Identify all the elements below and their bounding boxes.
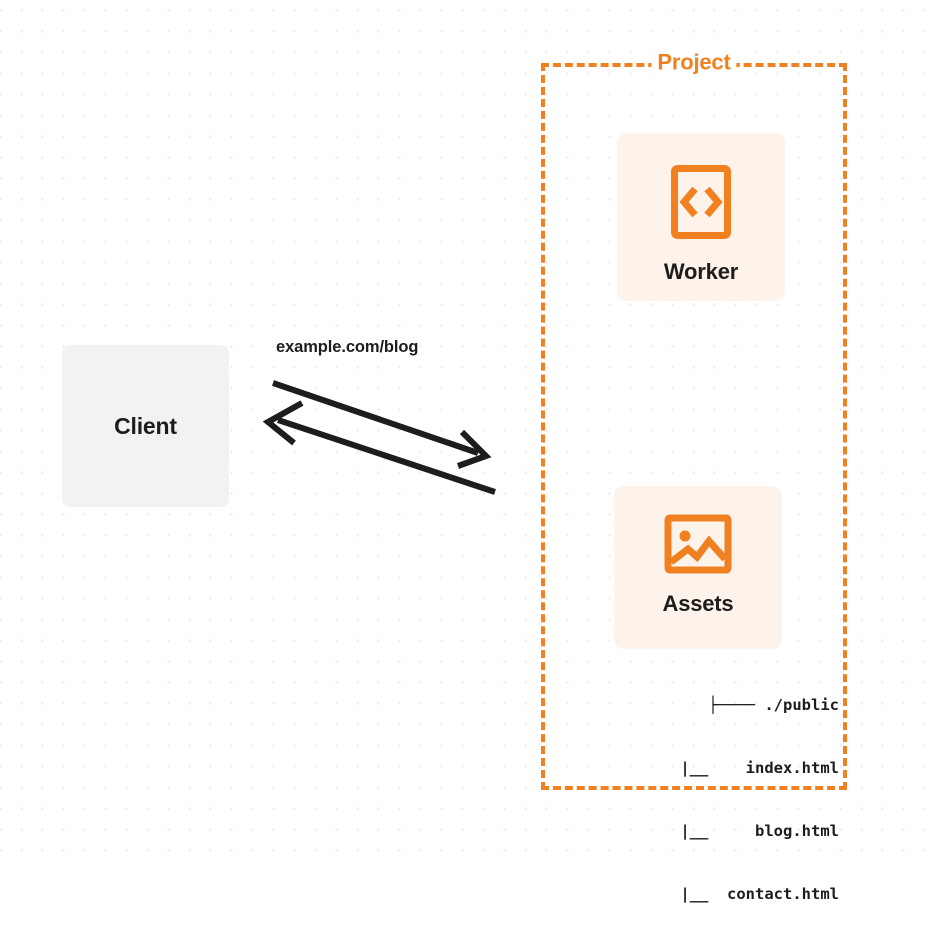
file-tree-row: |__ contact.html bbox=[652, 885, 839, 903]
project-title: Project bbox=[651, 49, 737, 76]
client-node[interactable]: Client bbox=[62, 345, 229, 507]
connection-arrows bbox=[262, 380, 496, 495]
connection-url-label: example.com/blog bbox=[276, 338, 419, 356]
worker-card-label: Worker bbox=[663, 259, 739, 284]
code-brackets-icon bbox=[670, 164, 732, 245]
file-tree-row: |__ blog.html bbox=[652, 822, 839, 840]
project-container: Project Worker Assets bbox=[541, 49, 847, 903]
client-node-label: Client bbox=[114, 412, 177, 439]
image-icon bbox=[664, 514, 732, 579]
file-tree-row: |__ index.html bbox=[652, 759, 839, 777]
diagram-canvas: Client example.com/blog Project bbox=[0, 0, 938, 903]
request-arrow-icon bbox=[272, 380, 492, 469]
worker-card[interactable]: Worker bbox=[617, 133, 785, 301]
assets-card-label: Assets bbox=[662, 591, 734, 616]
assets-card[interactable]: Assets bbox=[614, 486, 782, 649]
assets-file-tree: ├──── ./public |__ index.html |__ blog.h… bbox=[589, 653, 839, 947]
response-arrow-icon bbox=[262, 400, 496, 495]
file-tree-row: ├──── ./public bbox=[708, 696, 839, 714]
connection-group: example.com/blog bbox=[250, 330, 520, 520]
